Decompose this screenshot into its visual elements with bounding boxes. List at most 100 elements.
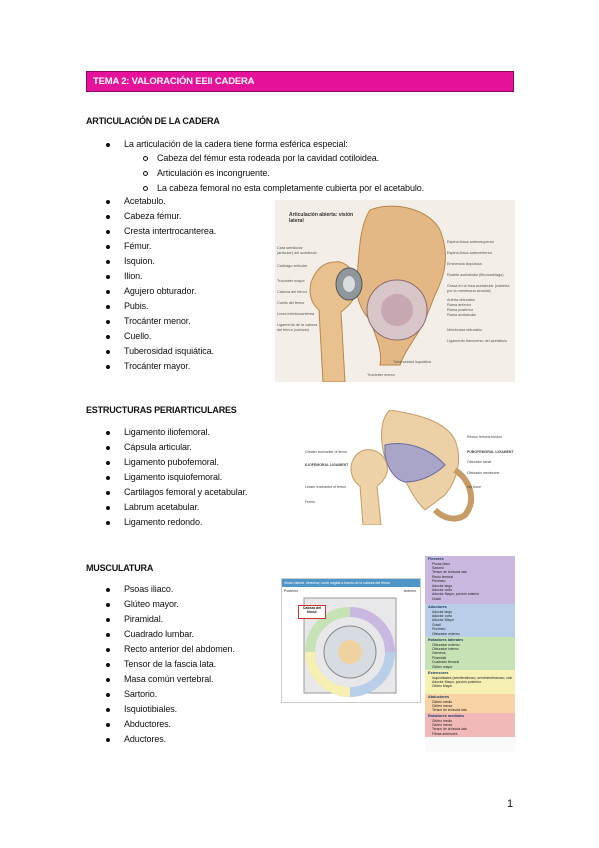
muscle-group-item: Obturador externo bbox=[432, 642, 460, 647]
muscle-group-item: Glúteo menor bbox=[432, 723, 453, 727]
muscle-group-item: Tensor de la fascia lata bbox=[432, 570, 467, 575]
list-item: Masa común vertebral. bbox=[104, 672, 235, 687]
fig-label: Cara semilunar (articular) del acetábulo bbox=[277, 246, 317, 255]
fig2-right-labels: Rectus femoris tendon PUBOFEMORAL LIGAME… bbox=[467, 435, 515, 490]
list-item: Articulación es incongruente. bbox=[143, 166, 424, 181]
fig-label: Rama acetabular bbox=[447, 313, 476, 317]
fig-label: Rectus femoris tendon bbox=[467, 435, 503, 439]
fig3-left-tag: Posterior bbox=[284, 589, 299, 593]
list-item: Aductores. bbox=[104, 732, 235, 747]
hip-joint-illustration: Articulación abierta: visión lateral Car… bbox=[275, 200, 515, 382]
list-item: Cabeza fémur. bbox=[104, 209, 216, 224]
list-item: Cartilagos femoral y acetabular. bbox=[104, 485, 247, 500]
fig-label: Obturator membrane bbox=[467, 470, 500, 475]
muscle-group-title: Rotadores mediales bbox=[428, 714, 465, 718]
heading-articulacion: ARTICULACIÓN DE LA CADERA bbox=[86, 116, 220, 126]
list-item: Trocánter menor. bbox=[104, 314, 216, 329]
muscle-group-item: Grácil bbox=[432, 596, 441, 601]
list-item: Piramidal. bbox=[104, 612, 235, 627]
fig-label: Lesser trochanter of femur bbox=[305, 485, 347, 489]
topic-title: TEMA 2: VALORACIÓN EEII CADERA bbox=[93, 76, 255, 87]
intro-list: La articulación de la cadera tiene forma… bbox=[104, 137, 348, 152]
fig3-right-tag: Anterior bbox=[403, 589, 416, 593]
fig-label: Rodete acetabular (fibrocartílago) bbox=[447, 273, 504, 277]
fig1-left-labels: Cara semilunar (articular) del acetábulo… bbox=[277, 246, 319, 333]
muscle-group-item: Psoas iliaco bbox=[432, 561, 451, 566]
list-item: Psoas iliaco. bbox=[104, 582, 235, 597]
list-item: Tensor de la fascia lata. bbox=[104, 657, 235, 672]
list-item: Acetabulo. bbox=[104, 194, 216, 209]
muscle-group-item: Gemelos bbox=[432, 651, 446, 656]
list-item: Isquion. bbox=[104, 254, 216, 269]
muscle-group-item: Tensor de la fascia lata bbox=[432, 727, 467, 732]
fig-label: Ligamento de la cabeza del fémur (cortad… bbox=[277, 323, 318, 332]
list-item: La articulación de la cadera tiene forma… bbox=[104, 137, 348, 152]
fig-label: Rama anterior bbox=[447, 303, 472, 307]
fig-label: Rama posterior bbox=[447, 308, 473, 312]
fig-label: Membrana obturatriz bbox=[447, 328, 483, 332]
muscle-group-item: Aductor Mayor, porción posterior bbox=[432, 680, 481, 684]
fig-label: Arteria obturatriz bbox=[447, 298, 476, 302]
muscle-group-item: Aductor largo bbox=[432, 583, 453, 588]
list-item: Ligamento pubofemoral. bbox=[104, 455, 247, 470]
fig-label: PUBOFEMORAL LIGAMENT bbox=[467, 449, 514, 454]
periarticular-list: Ligamento iliofemoral. Cápsula articular… bbox=[104, 425, 247, 530]
muscle-group-item: Sartorio bbox=[432, 566, 444, 570]
fig-label: Cuello del fémur bbox=[277, 301, 305, 305]
muscle-group-item: Recto femoral bbox=[432, 574, 454, 579]
list-item: Ligamento iliofemoral. bbox=[104, 425, 247, 440]
muscle-group-item: Isquiotibiales (semitendinoso, semimembr… bbox=[432, 675, 512, 680]
fig2-left-labels: Greater trochanter of femur ILIOFEMORAL … bbox=[305, 450, 357, 504]
list-item: La cabeza femoral no esta completamente … bbox=[143, 181, 424, 196]
hip-joint-drawing bbox=[309, 205, 446, 382]
muscle-group-title: Abductores bbox=[428, 695, 450, 699]
heading-periarticulares: ESTRUCTURAS PERIARTICULARES bbox=[86, 405, 237, 415]
section-wheel bbox=[303, 597, 397, 697]
fig-label: Trocánter mayor bbox=[277, 279, 305, 283]
muscle-list: Psoas iliaco. Glúteo mayor. Piramidal. C… bbox=[104, 582, 235, 747]
fig-label: Hip bone bbox=[467, 485, 482, 489]
muscle-group-item: Glúteo medio bbox=[432, 718, 453, 723]
list-item: Tuberosidad isquiática. bbox=[104, 344, 216, 359]
muscle-group-item: Grácil bbox=[432, 622, 441, 627]
muscle-group-item: Aductor corto bbox=[432, 614, 453, 618]
fig-label: ILIOFEMORAL LIGAMENT bbox=[305, 462, 349, 467]
fig3-title: Visión lateral, derecha | corte sagital … bbox=[282, 579, 420, 587]
anatomy-list: Acetabulo. Cabeza fémur. Cresta intertro… bbox=[104, 194, 216, 374]
muscle-group-item: Fibras anteriores bbox=[432, 731, 458, 736]
muscle-group-item: Aductor largo bbox=[432, 609, 453, 614]
ligament-drawing bbox=[350, 410, 475, 525]
list-item: Cápsula articular. bbox=[104, 440, 247, 455]
muscle-group-title: Flexores bbox=[428, 557, 444, 561]
ligament-illustration: Greater trochanter of femur ILIOFEMORAL … bbox=[305, 410, 515, 525]
list-item: Ligamento redondo. bbox=[104, 515, 247, 530]
page-number: 1 bbox=[507, 798, 514, 810]
fig-label: Obturator canal bbox=[467, 460, 492, 464]
muscle-group-item: Glúteo medio bbox=[432, 699, 453, 704]
heading-musculatura: MUSCULATURA bbox=[86, 563, 154, 573]
fig-label: Femur bbox=[305, 499, 316, 504]
fig1-right-labels: Espina ilíaca anterosuperior Espina ilía… bbox=[447, 240, 515, 344]
list-item: Cuadrado lumbar. bbox=[104, 627, 235, 642]
muscle-group-item: Cuadrado femoral bbox=[432, 660, 460, 665]
sub-list: Cabeza del fémur esta rodeada por la cav… bbox=[143, 151, 424, 196]
muscle-group-title: Aductores bbox=[428, 605, 447, 609]
list-item: Isquiotibiales. bbox=[104, 702, 235, 717]
fig-label: Tuberosidad isquiática bbox=[393, 360, 431, 364]
fig-label: Espina ilíaca anteroinferior bbox=[447, 251, 492, 255]
list-item: Pubis. bbox=[104, 299, 216, 314]
list-item: Labrum acetabular. bbox=[104, 500, 247, 515]
fig-label: Cartílago articular bbox=[277, 264, 307, 268]
muscle-group-item: Pectíneo bbox=[432, 627, 446, 632]
list-item: Fémur. bbox=[104, 239, 216, 254]
list-item: Recto anterior del abdomen. bbox=[104, 642, 235, 657]
muscle-group-item: Aductor Mayor, porción anterior bbox=[432, 592, 480, 597]
fig-label: Trocánter menor bbox=[367, 373, 395, 377]
fig3-center-tag: Cabeza del fémur bbox=[298, 605, 326, 619]
